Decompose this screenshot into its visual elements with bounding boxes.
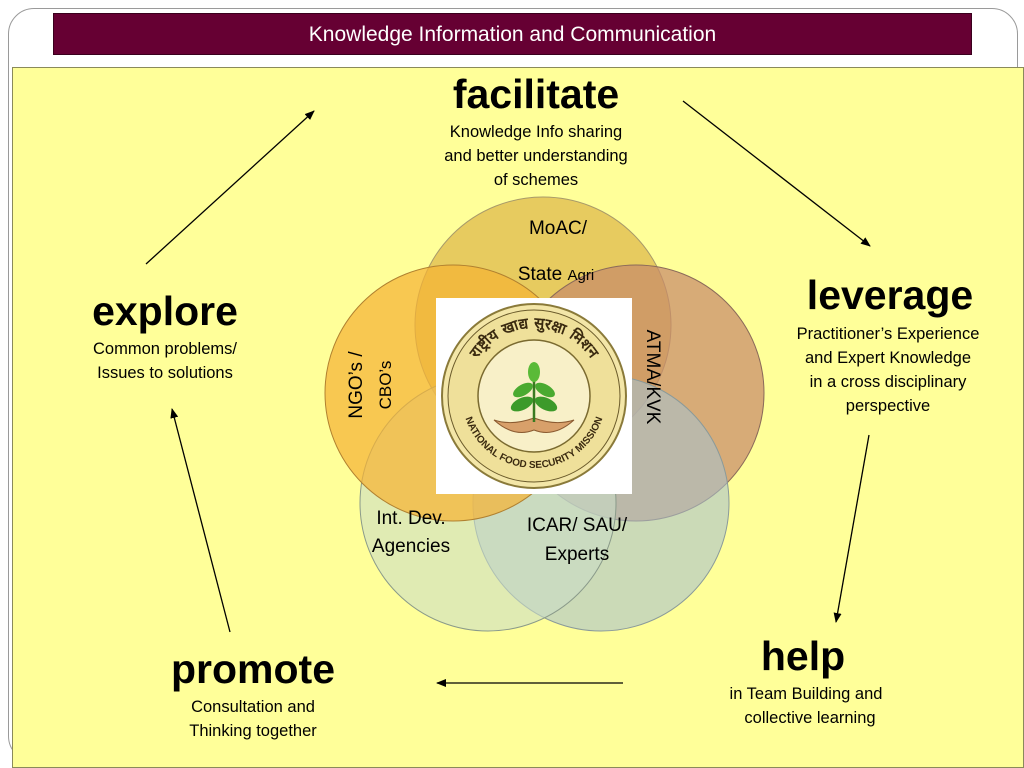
arrow-promote-to-explore: [170, 408, 231, 633]
arrow-leverage-to-help: [833, 434, 870, 623]
explore-desc-line1: Common problems/: [93, 340, 237, 358]
nfsm-logo-box: राष्ट्रीय खाद्य सुरक्षा मिशन NATIONAL FO…: [436, 298, 632, 494]
arrow-facilitate-to-leverage: [682, 100, 871, 247]
help-desc-line1: in Team Building and: [729, 685, 883, 703]
slide-title: Knowledge Information and Communication: [308, 23, 717, 46]
promote-desc-line1: Consultation and: [191, 698, 315, 716]
promote-heading: promote: [171, 646, 335, 692]
nfsm-logo: राष्ट्रीय खाद्य सुरक्षा मिशन NATIONAL FO…: [441, 303, 627, 489]
facilitate-heading: facilitate: [452, 71, 620, 117]
facilitate-desc-line2: and better understanding: [444, 147, 628, 165]
explore-desc-line2: Issues to solutions: [97, 364, 233, 382]
leverage-desc-line2: and Expert Knowledge: [804, 349, 972, 367]
arrow-explore-to-facilitate: [145, 110, 315, 265]
facilitate-desc-line1: Knowledge Info sharing: [449, 123, 623, 141]
leverage-desc-line1: Practitioner’s Experience: [796, 325, 980, 343]
leverage-desc-line3: in a cross disciplinary: [809, 373, 967, 391]
help-heading: help: [760, 633, 846, 679]
leverage-heading: leverage: [806, 272, 974, 318]
moac-label-line2: State Agri: [518, 264, 594, 285]
leverage-desc-line4: perspective: [845, 397, 931, 415]
int-dev-label-line1: Int. Dev.: [376, 508, 446, 529]
icar-label-line2: Experts: [544, 544, 610, 565]
promote-desc-line2: Thinking together: [189, 722, 317, 740]
moac-label-state: State: [518, 264, 568, 285]
ngo-label-line2: CBO’s: [376, 361, 395, 410]
moac-label-line1: MoAC/: [529, 218, 588, 239]
ngo-label-line1: NGO’s /: [346, 351, 367, 419]
icar-label-line1: ICAR/ SAU/: [526, 515, 628, 536]
moac-label-agri: Agri: [567, 267, 594, 284]
explore-heading: explore: [92, 288, 238, 334]
title-bar: Knowledge Information and Communication: [53, 13, 972, 55]
int-dev-label-line2: Agencies: [371, 536, 451, 557]
atma-kvk-label: ATMA/KVK: [642, 330, 663, 425]
facilitate-desc-line3: of schemes: [493, 171, 579, 189]
help-desc-line2: collective learning: [744, 709, 876, 727]
